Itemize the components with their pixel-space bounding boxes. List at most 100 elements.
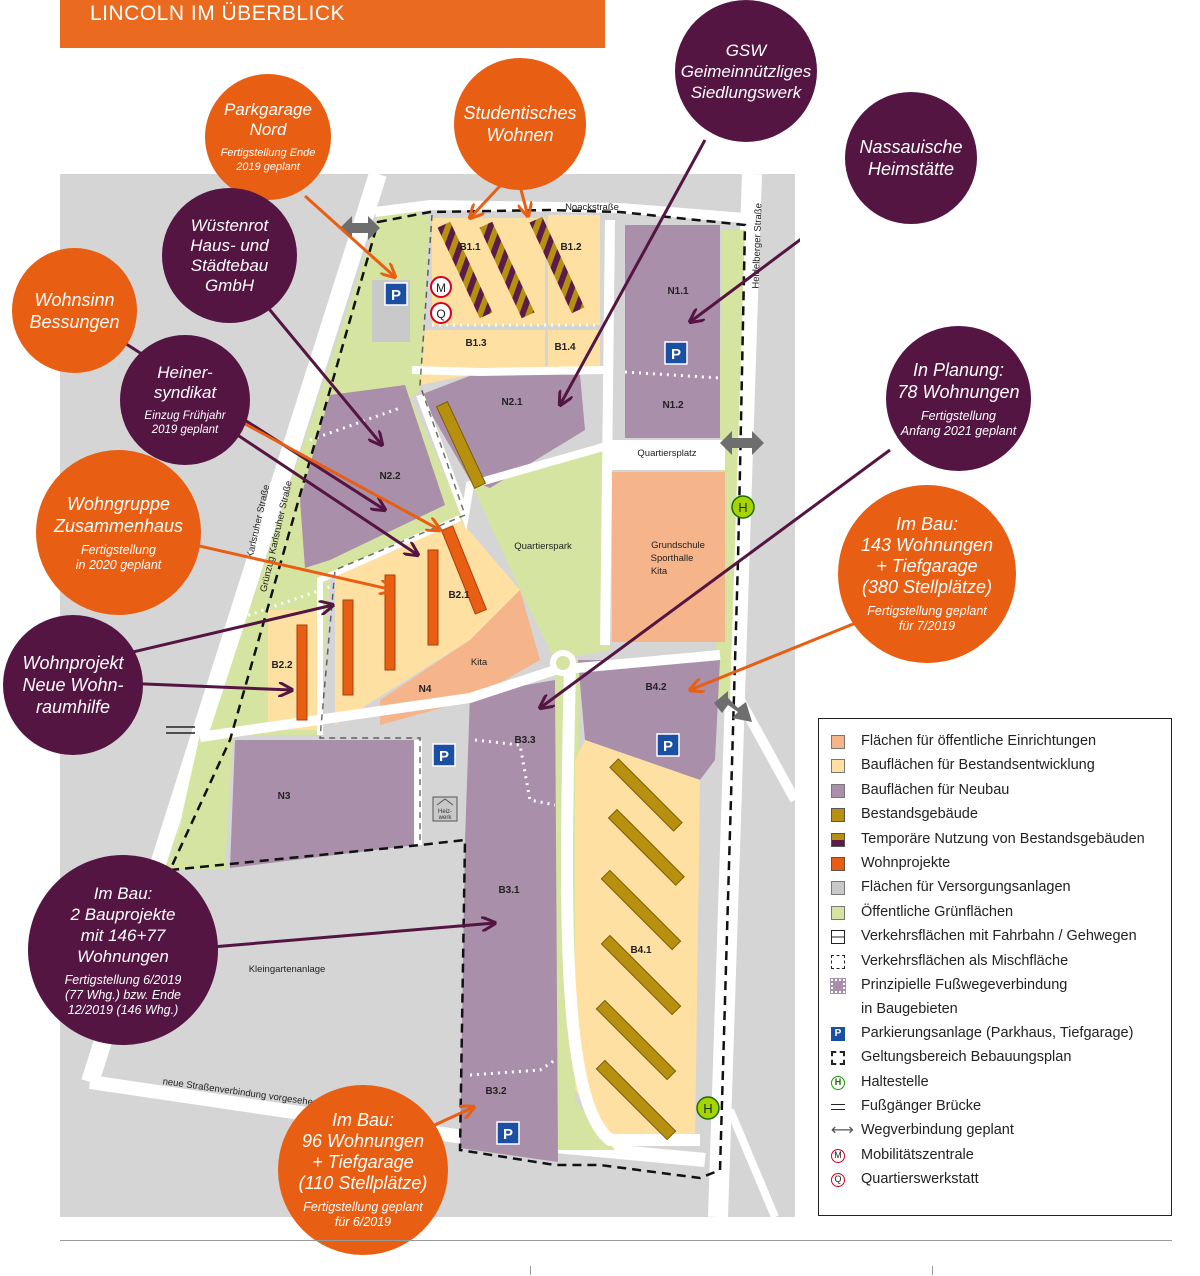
- callout-arrow: [119, 681, 292, 690]
- parcel-label: B3.1: [498, 885, 520, 896]
- legend-item-parking: P Parkierungsanlage (Parkhaus, Tiefgarag…: [831, 1025, 1161, 1049]
- callout-heinersyndikat: Heiner- syndikat Einzug Frühjahr 2019 ge…: [120, 335, 250, 465]
- parcel-label: B1.3: [465, 338, 487, 349]
- callout-title: Heiner- syndikat: [153, 363, 217, 402]
- parcel-b3-fill: [460, 680, 558, 1162]
- legend-label: Öffentliche Grünflächen: [861, 903, 1014, 920]
- building-swatch-icon: [831, 808, 845, 823]
- legend-item-utility: Flächen für Versorgungsanlagen: [831, 879, 1161, 903]
- callout-arrow: [119, 605, 333, 657]
- temporary-building: [529, 216, 585, 314]
- bus-stop-icon: H: [696, 1096, 720, 1120]
- legend-item-project: Wohnprojekte: [831, 855, 1161, 879]
- footpath-b3: [474, 738, 556, 807]
- svg-text:P: P: [439, 748, 449, 765]
- temporary-swatch-icon: [831, 832, 845, 847]
- callout-title: Wohngruppe Zusammenhaus: [53, 493, 184, 536]
- quartiersplatz-label: Quartiersplatz: [637, 448, 696, 459]
- svg-text:M: M: [436, 281, 446, 295]
- school-label-1: Grundschule: [651, 540, 705, 551]
- housing-project: [440, 525, 488, 615]
- parcel-n2-2-fill: [300, 385, 445, 568]
- bus-stop-icon: H: [731, 495, 755, 519]
- road-b1-center: [411, 366, 606, 377]
- legend-label: Parkierungsanlage (Parkhaus, Tiefgarage): [861, 1024, 1134, 1041]
- legend-label: Geltungsbereich Bebauungsplan: [861, 1049, 1072, 1066]
- callout-subtitle: Fertigstellung Anfang 2021 geplant: [900, 408, 1017, 438]
- legend-label: Wegverbindung geplant: [861, 1122, 1014, 1139]
- callout-wohnprojekt: Wohnprojekt Neue Wohn- raumhilfe: [3, 615, 143, 755]
- existing-building: [595, 999, 677, 1081]
- parcel-b4-2-fill: [578, 660, 720, 780]
- svg-text:P: P: [671, 346, 681, 363]
- callout-title: Im Bau: 96 Wohnungen + Tiefgarage (110 S…: [298, 1110, 428, 1193]
- heizwerk-icon: Heiz- werk: [432, 796, 458, 822]
- inner-boundary: [319, 214, 466, 845]
- legend-item-workshop: Q Quartierswerkstatt: [831, 1171, 1161, 1195]
- district-workshop-icon: Q: [430, 302, 452, 324]
- heizwerk-label-1: Heiz-: [438, 809, 452, 815]
- housing-project: [296, 624, 308, 721]
- footer-tick: [530, 1266, 531, 1275]
- legend-label: Bauflächen für Bestandsentwicklung: [861, 757, 1095, 774]
- kita-label: Kita: [471, 657, 488, 668]
- parcel-label: B4.1: [630, 945, 652, 956]
- parking-icon: P: [384, 282, 408, 306]
- legend-item-mobility: M Mobilitätszentrale: [831, 1147, 1161, 1171]
- parcel-n3-fill: [230, 740, 415, 868]
- legend-item-mixed: Verkehrsflächen als Mischfläche: [831, 953, 1161, 977]
- parcel-label: N4: [419, 684, 432, 695]
- housing-project: [384, 574, 396, 671]
- district-workshop-icon: Q: [831, 1173, 845, 1188]
- header-bar: LINCOLN IM ÜBERBLICK: [60, 0, 605, 48]
- footpath-west-2: [309, 406, 401, 442]
- green-west-large: [165, 215, 430, 868]
- footpath-n1: [624, 370, 721, 380]
- legend-item-bridge: Fußgänger Brücke: [831, 1098, 1161, 1122]
- callout-nassauische: Nassauische Heimstätte: [845, 92, 977, 224]
- callout-zusammenhaus: Wohngruppe Zusammenhaus Fertigstellung i…: [36, 450, 201, 615]
- road-north-south: [600, 219, 615, 646]
- legend-label: Bauflächen für Neubau: [861, 781, 1010, 798]
- pedestrian-bridge-icon: [166, 726, 195, 734]
- legend-label: Wohnprojekte: [861, 854, 951, 871]
- temporary-buildings-b1: [437, 216, 585, 319]
- parcel-label: B2.2: [271, 660, 293, 671]
- svg-text:P: P: [663, 738, 673, 755]
- callout-subtitle: Fertigstellung 6/2019 (77 Whg.) bzw. End…: [64, 972, 182, 1017]
- legend-item-green: Öffentliche Grünflächen: [831, 904, 1161, 928]
- green-swatch-icon: [831, 905, 845, 920]
- parking-icon: P: [664, 341, 688, 365]
- callout-title: Studentisches Wohnen: [463, 103, 577, 145]
- parcel-n1-fill: [625, 225, 720, 438]
- utility-swatch-icon: [831, 881, 845, 896]
- parcel-label: N2.1: [501, 397, 523, 408]
- double-arrow-icon: [714, 691, 752, 722]
- callout-arrow: [560, 139, 707, 405]
- legend-label: Quartierswerkstatt: [861, 1171, 979, 1188]
- footer-tick: [932, 1266, 933, 1275]
- callout-arrow: [303, 194, 395, 277]
- legend-label: Mobilitätszentrale: [861, 1146, 974, 1163]
- callout-arrow: [690, 237, 800, 322]
- legend-item-existing: Bauflächen für Bestandsentwicklung: [831, 757, 1161, 781]
- parcel-label: B1.1: [459, 242, 481, 253]
- callout-wohnsinn: Wohnsinn Bessungen: [12, 248, 137, 373]
- legend-item-public: Flächen für öffentliche Einrichtungen: [831, 733, 1161, 757]
- parcel-label: B2.1: [448, 590, 470, 601]
- callout-subtitle: Einzug Frühjahr 2019 geplant: [144, 410, 226, 436]
- legend-item-arrow: ⟷ Wegverbindung geplant: [831, 1122, 1161, 1146]
- public-swatch-icon: [831, 735, 845, 749]
- parking-icon-group: P P P P P: [384, 282, 688, 1145]
- parcel-label: B4.2: [645, 682, 667, 693]
- street-label-noack: Noackstraße: [565, 202, 619, 213]
- parcel-label: N1.1: [667, 286, 689, 297]
- svg-text:P: P: [391, 287, 401, 304]
- callout-studentisches-wohnen: Studentisches Wohnen: [454, 58, 586, 190]
- svg-text:H: H: [738, 500, 747, 515]
- callout-im-bau-96: Im Bau: 96 Wohnungen + Tiefgarage (110 S…: [278, 1085, 448, 1255]
- boundary-swatch-icon: [831, 1051, 845, 1066]
- quartierspark-label: Quartierspark: [514, 541, 572, 552]
- existing-building: [600, 869, 682, 951]
